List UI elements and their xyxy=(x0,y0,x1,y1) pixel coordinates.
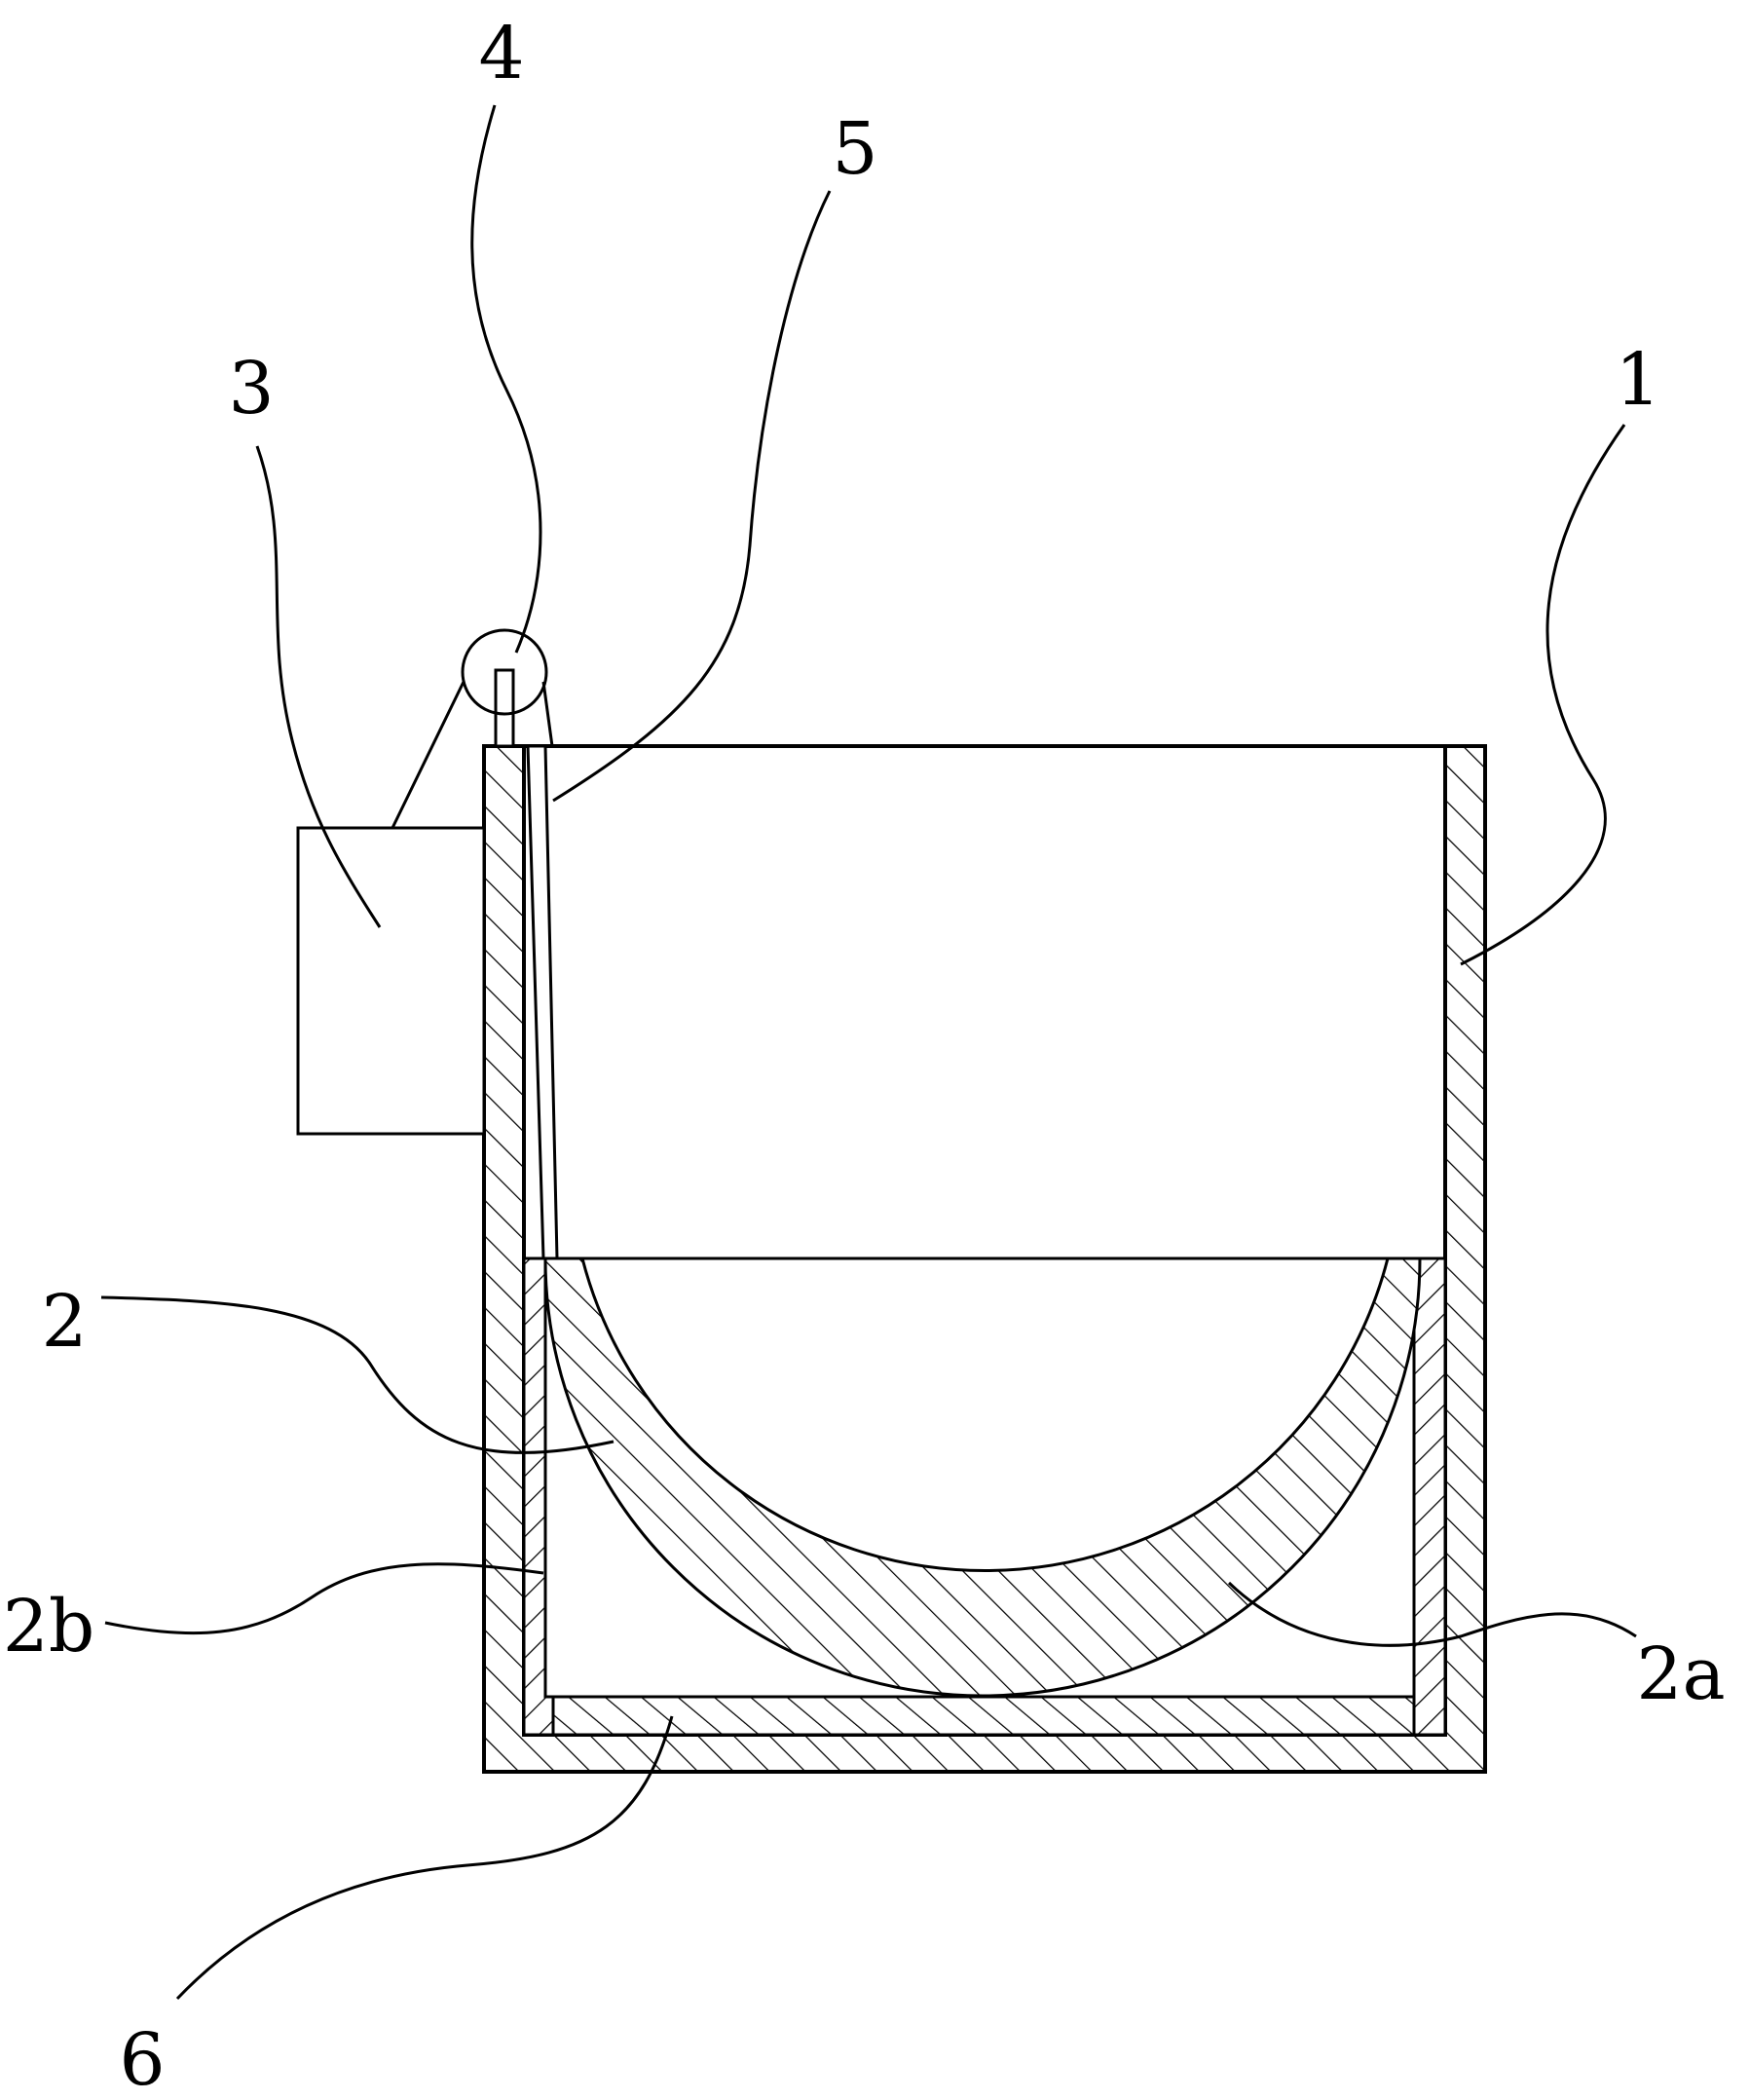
label-5: 5 xyxy=(832,107,877,191)
label-4: 4 xyxy=(478,12,524,95)
cable-left xyxy=(391,681,465,829)
leader-line-6 xyxy=(175,1715,674,2001)
lifting-rod xyxy=(526,744,559,1260)
leader-line-1 xyxy=(1460,424,1626,966)
leader-line-2 xyxy=(100,1295,614,1454)
bottom-plate xyxy=(551,1695,1416,1737)
leader-line-2b xyxy=(104,1562,544,1635)
pulley-post xyxy=(494,668,515,748)
label-2: 2 xyxy=(41,1280,87,1364)
motor-box xyxy=(296,826,486,1136)
leader-line-2a xyxy=(1227,1581,1637,1647)
leader-line-5 xyxy=(552,190,832,803)
label-6: 6 xyxy=(119,2018,165,2100)
hemispherical-bowl xyxy=(543,1256,1422,1698)
pulley-wheel xyxy=(461,628,548,716)
label-2b: 2b xyxy=(3,1585,94,1669)
leader-line-3 xyxy=(255,445,382,928)
leader-line-4 xyxy=(470,104,542,654)
label-2a: 2a xyxy=(1636,1632,1725,1716)
label-3: 3 xyxy=(228,347,274,431)
cable-right xyxy=(541,681,554,747)
label-1: 1 xyxy=(1615,338,1660,422)
